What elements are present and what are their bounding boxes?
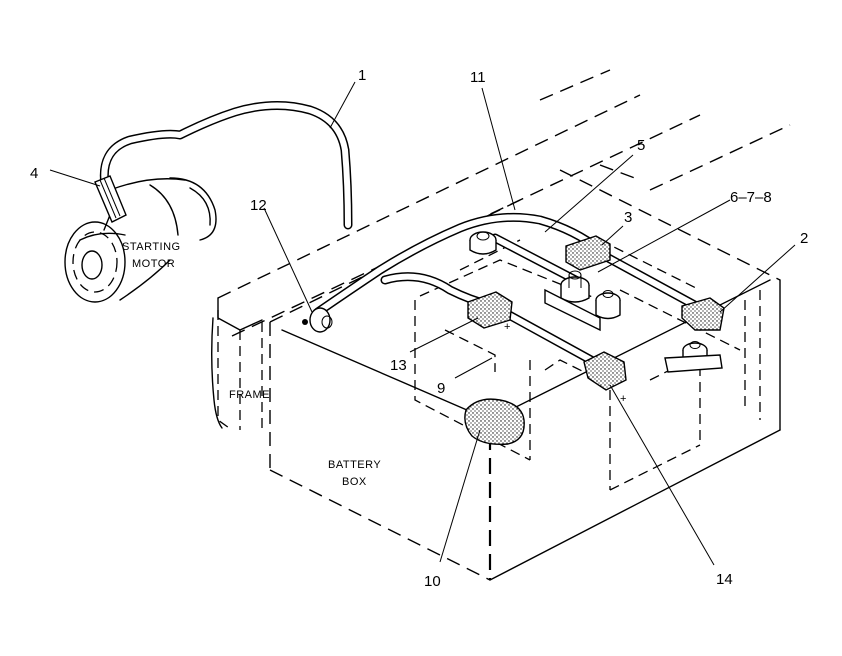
leader-lines [49, 81, 796, 566]
terminal-post-center [544, 270, 601, 332]
cable-14 [495, 305, 605, 370]
boot-13 [467, 291, 513, 329]
callout-3: 3 [624, 209, 632, 226]
callout-10: 10 [424, 573, 441, 590]
label-starting-motor-1: STARTING [122, 241, 181, 253]
terminal-plus-left: + [504, 321, 511, 333]
terminal-post-6-7-8 [595, 290, 621, 320]
frame-rail [211, 69, 791, 431]
boot-14 [583, 351, 627, 391]
cable-1-starter [99, 100, 353, 230]
callout-5: 5 [637, 137, 645, 154]
callout-11: 11 [470, 69, 486, 86]
terminal-boot-4 [94, 175, 127, 223]
callout-13: 13 [390, 357, 407, 374]
label-battery-box-1: BATTERY [328, 459, 381, 471]
callout-4: 4 [30, 165, 38, 182]
label-starting-motor-2: MOTOR [132, 258, 175, 270]
label-frame: FRAME [229, 389, 270, 401]
terminal-post-5 [469, 231, 497, 255]
boot-10 [464, 398, 525, 446]
boot-2 [681, 297, 725, 331]
boot-3 [565, 235, 611, 271]
terminal-plus-right: + [620, 393, 627, 405]
callout-6-7-8: 6–7–8 [730, 189, 772, 206]
starting-motor [64, 177, 217, 303]
callout-2: 2 [800, 230, 808, 247]
callout-14: 14 [716, 571, 733, 588]
cable-11 [313, 212, 605, 317]
callout-1: 1 [358, 67, 366, 84]
callout-12: 12 [250, 197, 267, 214]
label-battery-box-2: BOX [342, 476, 367, 488]
terminal-post-right [664, 341, 723, 373]
battery-left [414, 259, 601, 461]
callout-9: 9 [437, 380, 445, 397]
ground-terminal-12 [302, 307, 333, 333]
